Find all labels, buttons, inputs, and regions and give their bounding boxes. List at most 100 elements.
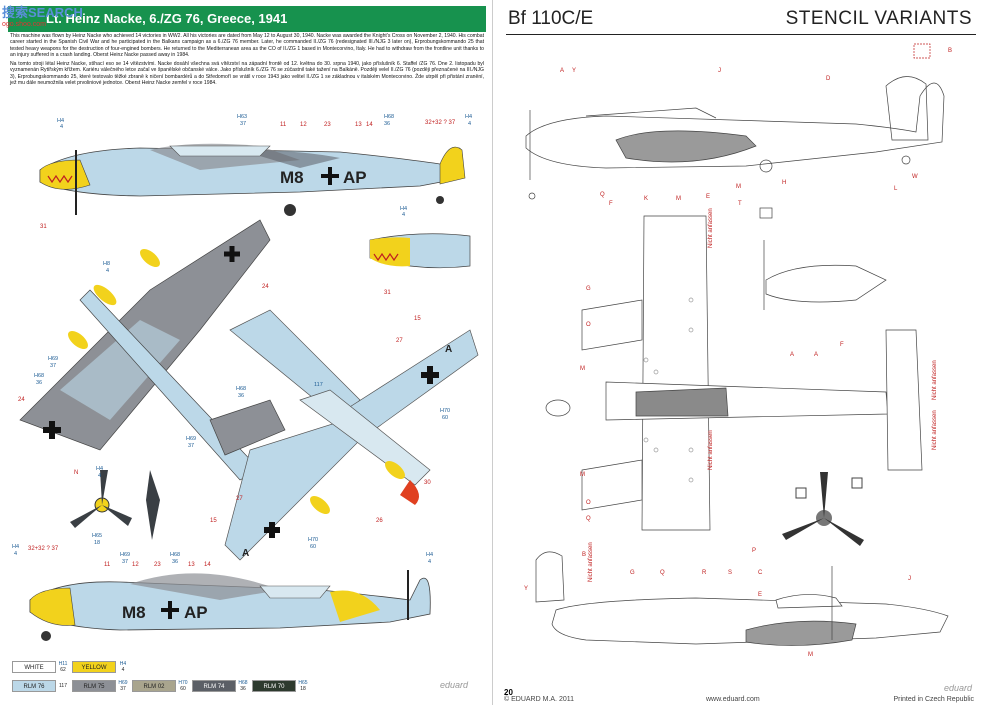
svg-text:A: A	[790, 352, 794, 358]
svg-text:30: 30	[424, 480, 431, 486]
svg-text:36: 36	[238, 393, 244, 399]
stencil-callouts-bottom: Y Nicht anfassen P C E J G Q R S M	[524, 542, 911, 658]
svg-text:H69: H69	[48, 356, 58, 362]
swatch-name: RLM 02	[132, 680, 176, 692]
svg-text:18: 18	[94, 540, 100, 546]
svg-text:H4: H4	[465, 114, 472, 120]
svg-text:H: H	[782, 180, 786, 186]
svg-text:H68: H68	[236, 386, 246, 392]
svg-text:37: 37	[122, 559, 128, 565]
watermark-text: 搜索SEARCH	[2, 5, 83, 20]
stencil-drawings: A Y J D B Q F K M T M E H L W	[524, 43, 952, 658]
svg-text:M: M	[676, 196, 681, 202]
svg-text:60: 60	[310, 544, 316, 550]
svg-text:M: M	[736, 184, 741, 190]
website: www.eduard.com	[706, 696, 760, 703]
brand-logo-left: eduard	[440, 680, 469, 690]
profile-title: Lt. Heinz Nacke, 6./ZG 76, Greece, 1941	[46, 11, 288, 26]
svg-text:14: 14	[366, 122, 373, 128]
svg-text:36: 36	[36, 380, 42, 386]
swatch-name: RLM 76	[12, 680, 56, 692]
printed-in: Printed in Czech Republic	[893, 696, 974, 703]
profile-title-bar: Lt. Heinz Nacke, 6./ZG 76, Greece, 1941	[8, 6, 486, 32]
svg-text:12: 12	[132, 562, 139, 568]
svg-text:23: 23	[324, 122, 331, 128]
watermark-logo: 搜索SEARCH ogo.shoo.com	[2, 2, 83, 28]
svg-text:O: O	[586, 500, 591, 506]
svg-text:32+32 ? 37: 32+32 ? 37	[28, 546, 59, 552]
aircraft-type-title: Bf 110C/E	[508, 8, 594, 29]
svg-text:15: 15	[210, 518, 217, 524]
svg-text:H70: H70	[308, 537, 318, 543]
svg-text:32+32 ? 37: 32+32 ? 37	[425, 120, 456, 126]
svg-text:M: M	[580, 366, 585, 372]
swatch-name: YELLOW	[72, 661, 116, 673]
svg-text:A: A	[560, 68, 564, 74]
svg-text:23: 23	[154, 562, 161, 568]
swatch-code: 117	[59, 683, 67, 689]
stencil-side-profile-top	[525, 43, 945, 200]
left-page: Lt. Heinz Nacke, 6./ZG 76, Greece, 1941 …	[0, 0, 493, 705]
stencil-callouts-nose: A A F	[790, 342, 844, 358]
svg-text:24: 24	[18, 397, 25, 403]
title-rule	[506, 34, 976, 35]
svg-text:Q: Q	[660, 570, 665, 576]
svg-text:B: B	[948, 48, 952, 54]
svg-text:M: M	[808, 652, 813, 658]
svg-text:37: 37	[188, 443, 194, 449]
svg-text:H4: H4	[400, 206, 407, 212]
code-letters-bottom: M8	[122, 603, 146, 622]
svg-text:N: N	[74, 470, 78, 476]
svg-text:S: S	[728, 570, 732, 576]
svg-text:Q: Q	[586, 516, 591, 522]
svg-text:H69: H69	[120, 552, 130, 558]
svg-text:A: A	[242, 548, 249, 559]
svg-text:26: 26	[376, 518, 383, 524]
nose-detail: H44 31	[369, 206, 471, 296]
svg-text:A: A	[445, 344, 452, 355]
svg-text:117: 117	[314, 382, 323, 388]
svg-text:12: 12	[300, 122, 307, 128]
stencil-variants-title: STENCIL VARIANTS	[785, 8, 972, 29]
swatch-name: WHITE	[12, 661, 56, 673]
svg-text:4: 4	[106, 268, 109, 274]
stencil-nose-detail	[759, 207, 887, 310]
svg-text:13: 13	[188, 562, 195, 568]
svg-text:T: T	[738, 201, 742, 207]
svg-text:Nicht anfassen: Nicht anfassen	[708, 208, 714, 248]
svg-text:Q: Q	[600, 192, 605, 198]
svg-text:G: G	[630, 570, 635, 576]
svg-text:H8: H8	[103, 261, 110, 267]
svg-text:M: M	[580, 472, 585, 478]
svg-text:H69: H69	[186, 436, 196, 442]
svg-text:W: W	[912, 174, 918, 180]
right-page: Bf 110C/E STENCIL VARIANTS A Y J D B Q F…	[496, 0, 990, 705]
svg-text:H4: H4	[426, 552, 433, 558]
svg-text:H65: H65	[92, 533, 102, 539]
svg-text:F: F	[609, 201, 613, 207]
svg-text:B: B	[582, 552, 586, 558]
svg-text:H68: H68	[170, 552, 180, 558]
svg-text:60: 60	[442, 415, 448, 421]
svg-text:4: 4	[428, 559, 431, 565]
svg-text:J: J	[908, 576, 911, 582]
watermark-url: ogo.shoo.com	[2, 21, 46, 28]
brand-logo-right: eduard	[943, 683, 972, 693]
pilot-biography: This machine was flown by Heinz Nacke wh…	[10, 33, 484, 89]
svg-text:A: A	[814, 352, 818, 358]
svg-text:G: G	[586, 286, 591, 292]
